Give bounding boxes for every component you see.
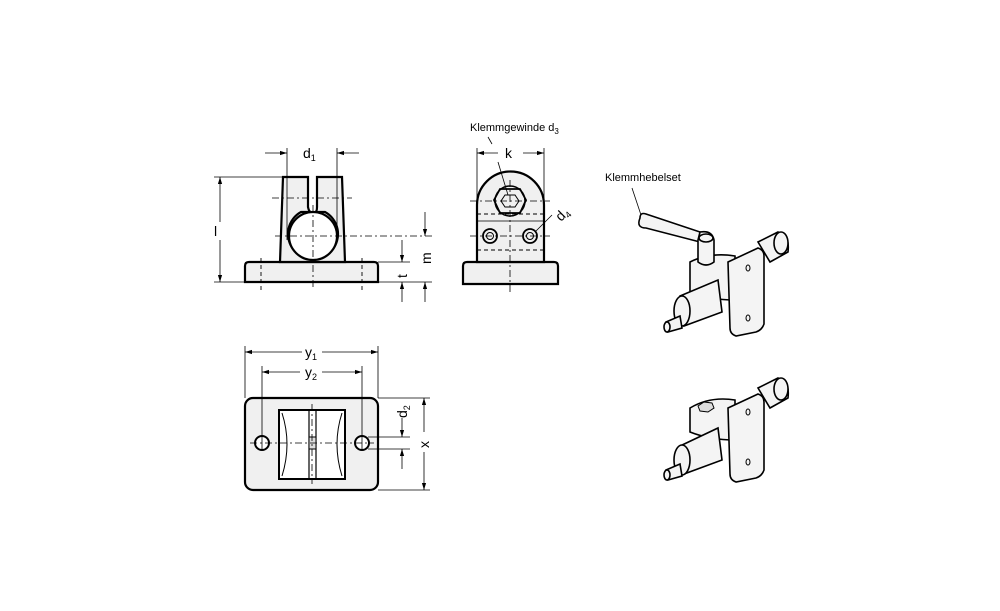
dim-m-label: m: [418, 252, 434, 264]
dim-k-label: k: [505, 145, 513, 161]
iso-view-with-lever: Klemmhebelset: [605, 172, 790, 337]
klemmgewinde-label: Klemmgewinde d3: [470, 122, 559, 136]
dim-y1-label: y1: [305, 344, 317, 362]
dim-d1-label: d1: [303, 145, 316, 163]
side-view: k Klemmgewinde d3 d4: [461, 122, 574, 292]
dim-d2-label: d2: [394, 405, 412, 418]
klemmhebelset-label: Klemmhebelset: [605, 172, 681, 184]
dim-l-label: l: [214, 223, 217, 239]
dim-x-label: x: [416, 441, 432, 448]
iso-view-without-lever: [663, 377, 790, 483]
front-view: d1 l m t: [214, 145, 434, 302]
top-view: y1 y2 d2 x: [243, 344, 432, 492]
dim-t-label: t: [394, 274, 410, 278]
dim-y2-label: y2: [305, 364, 317, 382]
dim-d4-label: d4: [552, 204, 574, 226]
